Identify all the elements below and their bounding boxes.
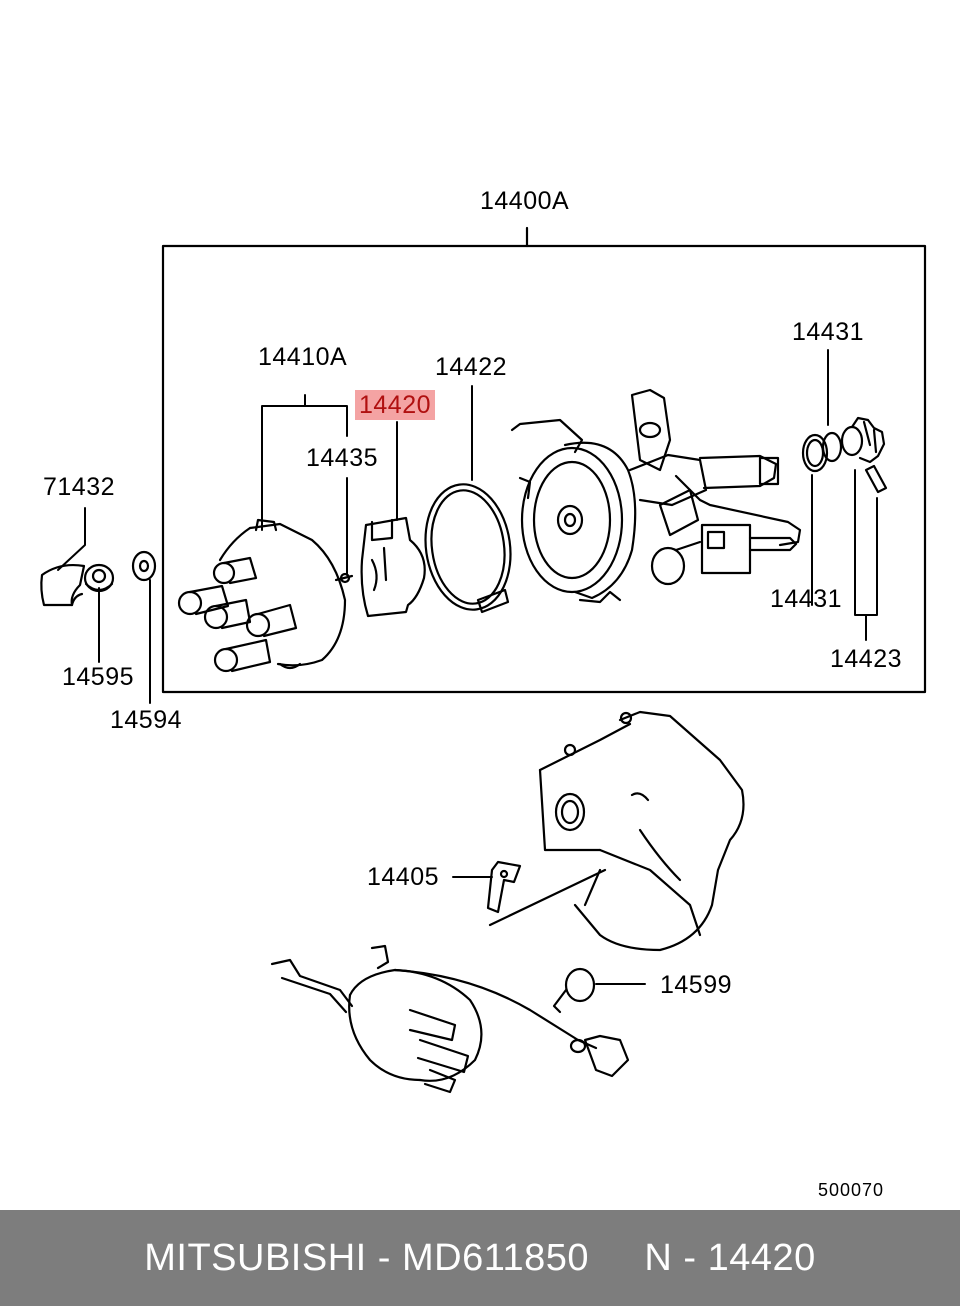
clamp-14599 — [554, 969, 594, 1012]
washer-14594 — [133, 552, 155, 580]
diagram-drawing — [0, 0, 960, 1210]
distributor-housing — [512, 390, 800, 602]
gasket-14422 — [418, 479, 519, 615]
gear-14423 — [842, 418, 886, 492]
label-gear[interactable]: 14423 — [830, 645, 903, 673]
footer-sep-1: - — [366, 1236, 402, 1279]
label-rotor-highlighted[interactable]: 14420 — [355, 390, 436, 420]
footer-brand: MITSUBISHI — [144, 1236, 367, 1279]
nut-14595 — [85, 565, 113, 591]
label-clip[interactable]: 71432 — [43, 473, 116, 501]
label-gasket[interactable]: 14422 — [435, 353, 508, 381]
leader-lines — [58, 350, 877, 984]
label-nut[interactable]: 14595 — [62, 663, 135, 691]
footer-part-number: MD611850 — [401, 1236, 590, 1279]
label-oring-top[interactable]: 14431 — [792, 318, 865, 346]
label-oring-bottom[interactable]: 14431 — [770, 585, 843, 613]
engine-block — [490, 712, 744, 950]
parts-diagram: 14400A 14410A 14420 14422 14435 14431 14… — [0, 0, 960, 1210]
footer-bar: MITSUBISHI - MD611850 N - 14420 — [0, 1210, 960, 1306]
clip-71432 — [41, 565, 84, 605]
label-cap[interactable]: 14410A — [258, 343, 348, 371]
assembly-frame — [163, 228, 925, 692]
rotor-14420 — [362, 518, 425, 616]
bracket-14405 — [488, 862, 520, 912]
installed-distributor — [272, 946, 628, 1092]
footer-ref: N - 14420 — [644, 1236, 816, 1279]
distributor-cap-14410A — [179, 520, 352, 671]
label-bracket[interactable]: 14405 — [367, 863, 440, 891]
o-ring-14431 — [803, 433, 841, 471]
label-screw[interactable]: 14435 — [306, 444, 379, 472]
label-clamp[interactable]: 14599 — [660, 971, 733, 999]
diagram-code: 500070 — [818, 1180, 885, 1200]
label-assembly[interactable]: 14400A — [480, 187, 570, 215]
footer-gap — [589, 1237, 644, 1280]
label-washer[interactable]: 14594 — [110, 706, 183, 734]
